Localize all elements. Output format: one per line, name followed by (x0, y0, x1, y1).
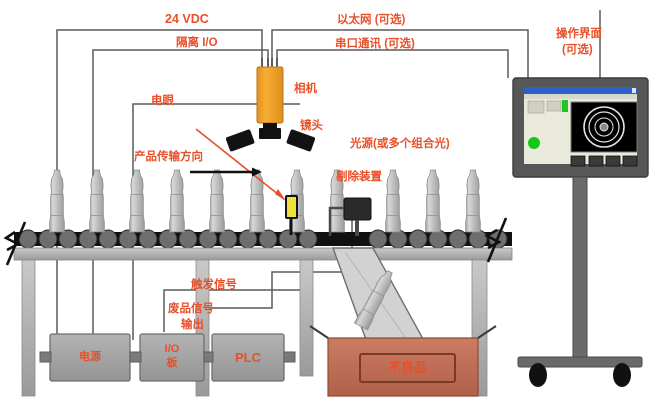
label-power-supply: 电源 (79, 351, 101, 363)
wire-24vdc (56, 29, 263, 205)
table-leg-left (21, 259, 36, 397)
label-isolated-io: 隔离 I/O (176, 37, 218, 49)
wire-ethernet (271, 29, 529, 78)
hmi-monitor (512, 77, 649, 387)
caster-wheel-left (529, 363, 547, 387)
control-boxes (39, 333, 296, 382)
defect-bin-label-frame (359, 353, 456, 383)
label-operator-interface: 操作界面 (556, 28, 602, 40)
box-interconnects (39, 351, 296, 363)
photo-eye-body (285, 195, 298, 219)
screen-titlebar (524, 87, 637, 94)
label-ethernet-optional: 以太网 (可选) (337, 14, 406, 26)
screen-thumbnail-buttons (570, 155, 638, 167)
screen-status-indicator (528, 137, 540, 149)
label-serial-optional: 串口通讯 (可选) (335, 38, 415, 50)
light-bar-right (286, 129, 316, 152)
label-light-source: 光源(或多个组合光) (350, 138, 450, 150)
monitor-stand-base (517, 356, 643, 368)
monitor-stand-post (572, 176, 588, 358)
label-reject-signal: 废品信号 (168, 303, 214, 315)
photo-eye-sensor (285, 195, 298, 235)
camera-cable-stubs (261, 58, 278, 68)
bottles-on-conveyor (49, 169, 481, 233)
wire-serial (276, 49, 509, 78)
label-operator-interface-optional: (可选) (562, 44, 593, 56)
conveyor-direction-arrow (190, 167, 262, 177)
table-apron (13, 247, 513, 261)
camera-body (256, 66, 284, 124)
break-symbol-right (484, 217, 508, 263)
label-lens: 镜头 (300, 120, 323, 132)
photo-eye-pointer-arrow (195, 128, 286, 201)
wire-photoeye-up (132, 103, 300, 205)
label-conveyor-direction: 产品传输方向 (134, 151, 203, 163)
defect-bin-flaps (309, 325, 497, 339)
inspected-part-image (583, 106, 625, 148)
screen-side-widgets (527, 100, 562, 114)
screen-toolbar (524, 94, 637, 99)
break-symbol-left (3, 221, 27, 266)
defect-bin (309, 325, 497, 397)
conveyor-rollers (18, 229, 508, 249)
label-io-board-line2: 板 (166, 357, 178, 369)
light-bar-left (225, 129, 255, 152)
reject-actuator-arm (328, 206, 344, 236)
reject-device (328, 197, 372, 236)
table-leg-mid2 (299, 259, 314, 377)
label-defect-bin: 不良品 (387, 360, 427, 375)
reject-actuator-head (343, 197, 372, 221)
label-reject-device: 剔除装置 (336, 171, 382, 183)
camera-mount (263, 123, 277, 130)
caster-wheel-right (613, 363, 631, 387)
reject-chute (332, 247, 430, 349)
label-photo-eye: 电眼 (151, 95, 174, 107)
label-reject-signal-output: 输出 (181, 319, 204, 331)
label-io-board-line1: I/O (164, 343, 180, 355)
light-source-assembly (225, 129, 316, 152)
label-trigger-signal: 触发信号 (191, 279, 237, 291)
label-plc: PLC (235, 350, 261, 365)
label-camera: 相机 (294, 83, 317, 95)
camera-assembly (256, 58, 284, 139)
screen-progress-indicator (562, 100, 568, 112)
label-24vdc: 24 VDC (165, 12, 209, 26)
screen-titlebar-button (632, 88, 636, 93)
camera-lens (259, 128, 281, 139)
